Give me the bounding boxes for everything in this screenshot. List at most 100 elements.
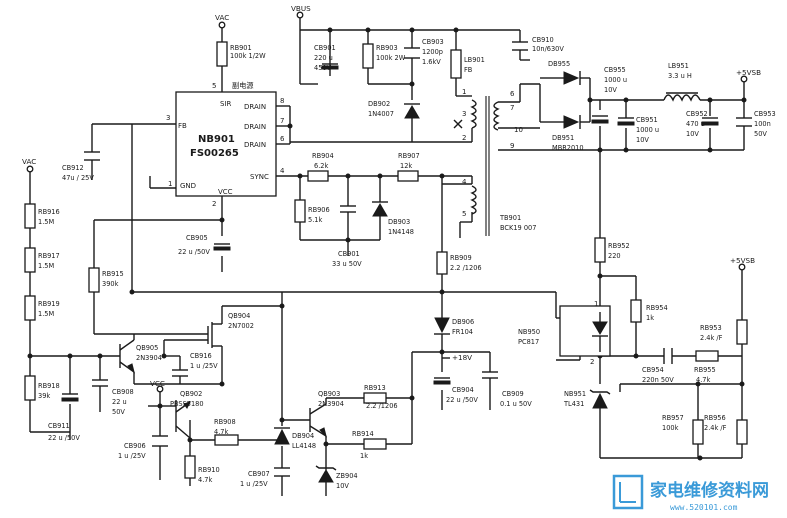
value-rb914: 1k [360, 452, 368, 460]
label-lb951: LB951 [668, 62, 689, 70]
label-rb910: RB910 [198, 466, 220, 474]
label-rb915: RB915 [102, 270, 124, 278]
resistor-rb919 [24, 295, 36, 321]
diode-db906 [434, 317, 450, 334]
ic-pin-label: DRAIN [244, 141, 266, 149]
ic-note: 副电源 [232, 81, 254, 90]
label-rb913: RB913 [364, 384, 386, 392]
label-db903: DB903 [388, 218, 410, 226]
value-rb918: 39k [38, 392, 50, 400]
value-rb903: 100k 2W [376, 54, 406, 62]
value-rb957: 100k [662, 424, 679, 432]
watermark-url: www.520101.com [670, 503, 738, 512]
transistor-bodies [127, 363, 327, 438]
value-rb909: 2.2 /1206 [450, 264, 482, 272]
junctions [27, 27, 747, 461]
rail-label: VAC [215, 13, 229, 22]
value-cb903: 1200p [422, 48, 443, 56]
value-rb956: 2.4k /F [704, 424, 727, 432]
shunt-regulator-nb951 [592, 392, 608, 409]
resistor-rb915 [88, 267, 100, 293]
ic-pin-label: SYNC [250, 173, 269, 181]
watermark-name: 家电维修资料网 [650, 480, 769, 501]
label-nb950: NB950 [518, 328, 540, 336]
diode-db903 [372, 203, 388, 217]
label-rb919: RB919 [38, 300, 60, 308]
value-rb906: 5.1k [308, 216, 322, 224]
value-cb952: 10V [686, 130, 699, 138]
inductor-lb951 [663, 92, 701, 102]
label-rb953: RB953 [700, 324, 722, 332]
resistor-rb953 [736, 319, 748, 345]
resistor-rb909 [436, 251, 448, 275]
optocoupler-nb950 [559, 305, 611, 357]
value-rb901: 100k 1/2W [230, 52, 266, 60]
value-cb951: 10V [636, 136, 649, 144]
value-cb906: 1 u /25V [118, 452, 146, 460]
resistor-rb906 [294, 199, 306, 223]
label-rb916: RB916 [38, 208, 60, 216]
label-cb951: CB951 [636, 116, 658, 124]
diode-db951 [563, 115, 580, 129]
ic-pin-number: 4 [280, 167, 285, 175]
label-rb906: RB906 [308, 206, 330, 214]
value-cb911: 22 u /50V [48, 434, 80, 442]
labels: VAC VBUS VAC VCC +18V +5VSB +5VSB FB SIR… [22, 4, 776, 490]
label-qb903: QB903 [318, 390, 340, 398]
value-cb905: 22 u /50V [178, 248, 210, 256]
value-rb917: 1.5M [38, 262, 54, 270]
value-cb901: 220 u [314, 54, 333, 62]
ic-pin-number: 3 [166, 114, 170, 122]
value-rb913: 2.2 /1206 [366, 402, 398, 410]
value-cb952: 470 u [686, 120, 705, 128]
value-qb905: 2N3904 [136, 354, 162, 362]
resistor-rb904 [307, 170, 329, 182]
value-cb953: 50V [754, 130, 767, 138]
label-rb909: RB909 [450, 254, 472, 262]
value-lb951: 3.3 u H [668, 72, 692, 80]
value-cb912: 47u / 25V [62, 174, 94, 182]
value-cb908: 50V [112, 408, 125, 416]
label-cb906: CB906 [124, 442, 146, 450]
label-zb904: ZB904 [336, 472, 358, 480]
label-rb901: RB901 [230, 44, 252, 52]
value-db904: LL4148 [292, 442, 316, 450]
diode-db902 [404, 105, 420, 119]
label-rb904: RB904 [312, 152, 334, 160]
label-qb904: QB904 [228, 312, 250, 320]
value-rb954: 1k [646, 314, 654, 322]
value-cb901: 450V [314, 64, 332, 72]
value-nb950: PC817 [518, 338, 539, 346]
label-rb952: RB952 [608, 242, 630, 250]
value-cb910: 10n/630V [532, 45, 564, 53]
label-cb908: CB908 [112, 388, 134, 396]
rail-label: VBUS [291, 4, 311, 13]
value-cb908: 22 u [112, 398, 127, 406]
resistor-rb956 [736, 419, 748, 445]
diodes [274, 71, 611, 483]
value-cb953: 100n [754, 120, 771, 128]
ic-pin-label: DRAIN [244, 103, 266, 111]
resistor-rb910 [184, 455, 196, 479]
label-cb909: CB909 [502, 390, 524, 398]
label-cb907: CB907 [248, 470, 270, 478]
ic-pin-number: 7 [280, 117, 284, 125]
ic-pin-number: 5 [212, 82, 216, 90]
value-qb903: 2N3904 [318, 400, 344, 408]
ic-part: FS00265 [190, 148, 239, 159]
label-qb902: QB902 [180, 390, 202, 398]
resistor-rb918 [24, 375, 36, 401]
rail-label: VAC [22, 157, 36, 166]
ic-pin-label: SIR [220, 100, 232, 108]
ic-pin-number: 2 [212, 200, 216, 208]
transformer-pin: 10 [514, 126, 523, 134]
label-cb903: CB903 [422, 38, 444, 46]
label-cb910: CB910 [532, 36, 554, 44]
opto-pin: 2 [590, 358, 594, 366]
value-db906: FR104 [452, 328, 473, 336]
resistor-rb957 [692, 419, 704, 445]
value-cb951: 1000 u [636, 126, 659, 134]
label-db951: DB951 [552, 134, 574, 142]
label-db906: DB906 [452, 318, 474, 326]
